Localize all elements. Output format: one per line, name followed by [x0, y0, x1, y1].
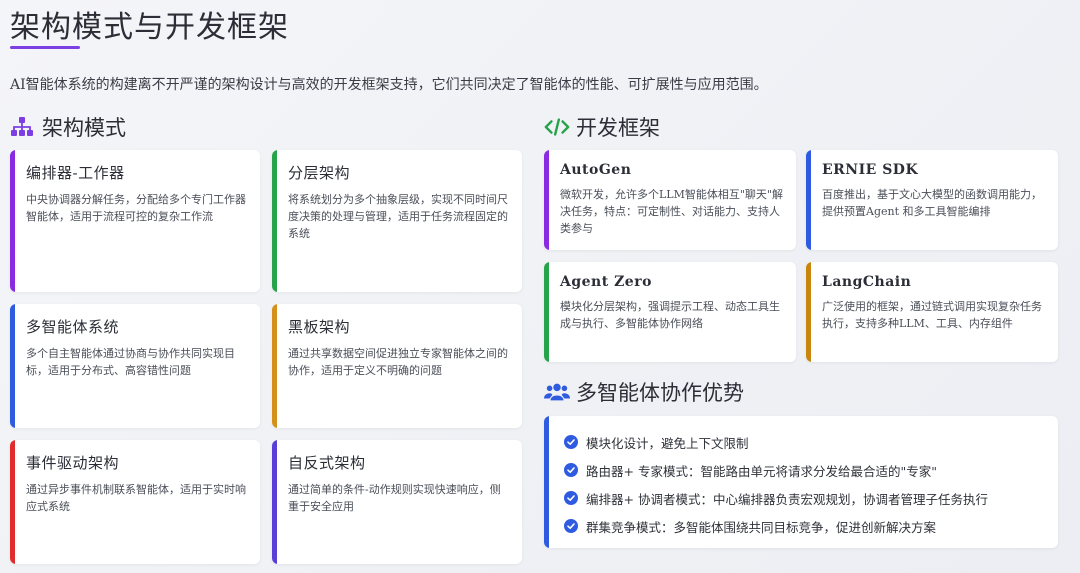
- card-description: 通过共享数据空间促进独立专家智能体之间的协作，适用于定义不明确的问题: [288, 347, 508, 377]
- advantage-item: 编排器+ 协调者模式：中心编排器负责宏观规划，协调者管理子任务执行: [564, 484, 1042, 512]
- framework-card-ernie-sdk: ERNIE SDK 百度推出，基于文心大模型的函数调用能力，提供预置Agent …: [806, 150, 1058, 250]
- check-circle-icon: [564, 491, 578, 505]
- advantages-panel: 模块化设计，避免上下文限制 路由器+ 专家模式：智能路由单元将请求分发给最合适的…: [544, 416, 1058, 548]
- advantage-text: 路由器+ 专家模式：智能路由单元将请求分发给最合适的"专家": [586, 463, 937, 479]
- advantages-section-header: 多智能体协作优势: [544, 377, 744, 407]
- code-icon: [544, 116, 570, 138]
- advantage-text: 群集竞争模式：多智能体围绕共同目标竞争，促进创新解决方案: [586, 519, 937, 535]
- card-title: 自反式架构: [288, 454, 366, 472]
- card-accent-bar: [10, 440, 15, 564]
- card-description: 通过异步事件机制联系智能体，适用于实时响应式系统: [26, 483, 246, 513]
- architecture-card-multi-agent: 多智能体系统 多个自主智能体通过协商与协作共同实现目标，适用于分布式、高容错性问…: [10, 304, 260, 428]
- users-icon: [544, 381, 570, 403]
- frameworks-section-header: 开发框架: [544, 112, 660, 142]
- card-description: 中央协调器分解任务，分配给多个专门工作器智能体，适用于流程可控的复杂工作流: [26, 193, 246, 223]
- card-accent-bar: [544, 150, 549, 250]
- framework-card-agent-zero: Agent Zero 模块化分层架构，强调提示工程、动态工具生成与执行、多智能体…: [544, 262, 796, 362]
- check-circle-icon: [564, 463, 578, 477]
- check-circle-icon: [564, 519, 578, 533]
- card-description: 模块化分层架构，强调提示工程、动态工具生成与执行、多智能体协作网络: [560, 300, 780, 330]
- card-description: 将系统划分为多个抽象层级，实现不同时间尺度决策的处理与管理，适用于任务流程固定的…: [288, 193, 508, 240]
- card-title: LangChain: [822, 274, 912, 290]
- architecture-card-orchestrator: 编排器-工作器 中央协调器分解任务，分配给多个专门工作器智能体，适用于流程可控的…: [10, 150, 260, 292]
- architecture-card-reflexive: 自反式架构 通过简单的条件-动作规则实现快速响应，侧重于安全应用: [272, 440, 522, 564]
- architecture-card-layered: 分层架构 将系统划分为多个抽象层级，实现不同时间尺度决策的处理与管理，适用于任务…: [272, 150, 522, 292]
- architecture-card-event-driven: 事件驱动架构 通过异步事件机制联系智能体，适用于实时响应式系统: [10, 440, 260, 564]
- card-description: 多个自主智能体通过协商与协作共同实现目标，适用于分布式、高容错性问题: [26, 347, 235, 377]
- card-description: 百度推出，基于文心大模型的函数调用能力，提供预置Agent 和多工具智能编排: [822, 188, 1042, 218]
- card-title: AutoGen: [560, 162, 632, 178]
- card-accent-bar: [806, 262, 811, 362]
- frameworks-section-title: 开发框架: [576, 116, 660, 140]
- card-title: Agent Zero: [560, 274, 652, 290]
- card-description: 广泛使用的框架，通过链式调用实现复杂任务执行，支持多种LLM、工具、内存组件: [822, 300, 1042, 330]
- card-accent-bar: [544, 262, 549, 362]
- advantage-item: 路由器+ 专家模式：智能路由单元将请求分发给最合适的"专家": [564, 456, 1042, 484]
- check-circle-icon: [564, 435, 578, 449]
- framework-card-langchain: LangChain 广泛使用的框架，通过链式调用实现复杂任务执行，支持多种LLM…: [806, 262, 1058, 362]
- card-title: 事件驱动架构: [26, 454, 120, 472]
- card-accent-bar: [10, 150, 15, 292]
- card-title: 黑板架构: [288, 318, 351, 336]
- advantage-text: 编排器+ 协调者模式：中心编排器负责宏观规划，协调者管理子任务执行: [586, 491, 988, 507]
- card-title: 多智能体系统: [26, 318, 120, 336]
- card-accent-bar: [806, 150, 811, 250]
- page-title: 架构模式与开发框架: [10, 10, 289, 45]
- card-accent-bar: [10, 304, 15, 428]
- card-description: 微软开发，允许多个LLM智能体相互"聊天"解决任务，特点：可定制性、对话能力、支…: [560, 188, 783, 235]
- title-underline: [10, 46, 80, 49]
- advantage-item: 群集竞争模式：多智能体围绕共同目标竞争，促进创新解决方案: [564, 512, 1042, 540]
- architecture-card-blackboard: 黑板架构 通过共享数据空间促进独立专家智能体之间的协作，适用于定义不明确的问题: [272, 304, 522, 428]
- framework-card-autogen: AutoGen 微软开发，允许多个LLM智能体相互"聊天"解决任务，特点：可定制…: [544, 150, 796, 250]
- card-title: 编排器-工作器: [26, 164, 125, 182]
- architecture-section-title: 架构模式: [42, 116, 126, 140]
- card-accent-bar: [272, 150, 277, 292]
- panel-accent-bar: [544, 416, 549, 548]
- architecture-section-header: 架构模式: [10, 112, 126, 142]
- card-accent-bar: [272, 304, 277, 428]
- card-description: 通过简单的条件-动作规则实现快速响应，侧重于安全应用: [288, 483, 501, 513]
- card-accent-bar: [272, 440, 277, 564]
- sitemap-icon: [10, 116, 36, 138]
- card-title: 分层架构: [288, 164, 351, 182]
- advantages-section-title: 多智能体协作优势: [576, 381, 744, 405]
- card-title: ERNIE SDK: [822, 162, 919, 178]
- advantage-item: 模块化设计，避免上下文限制: [564, 428, 1042, 456]
- advantage-text: 模块化设计，避免上下文限制: [586, 435, 749, 451]
- intro-text: AI智能体系统的构建离不开严谨的架构设计与高效的开发框架支持，它们共同决定了智能…: [10, 77, 768, 93]
